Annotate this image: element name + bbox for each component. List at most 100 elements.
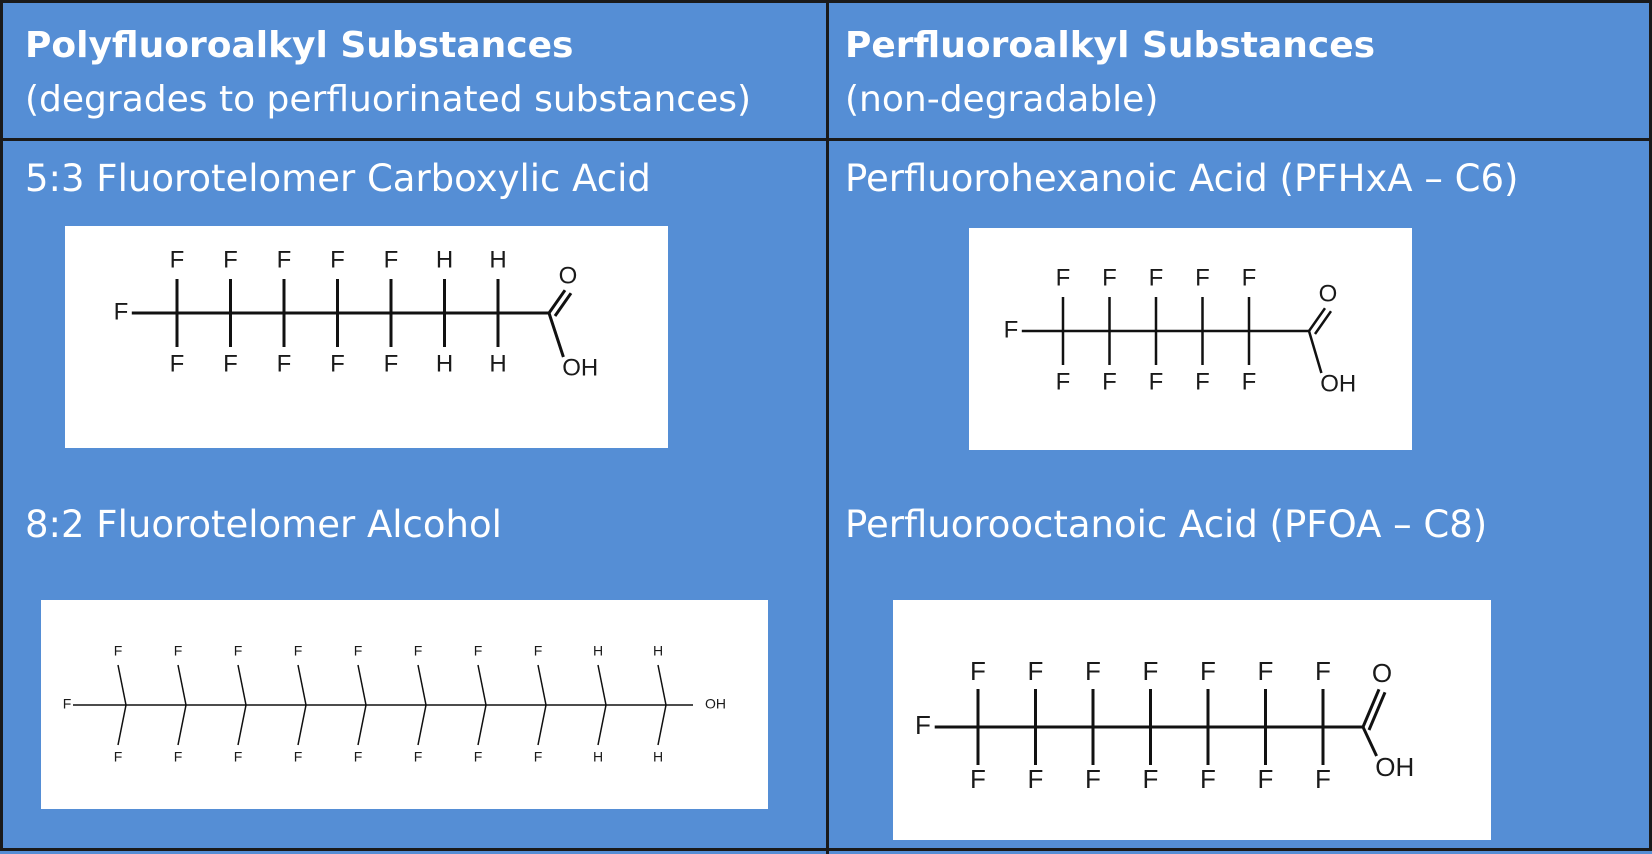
- top-atom-label: F: [1102, 264, 1117, 291]
- carbonyl-o-label: O: [559, 262, 578, 289]
- bottom-atom-label: F: [534, 749, 543, 765]
- bond-substituent-bottom: [237, 704, 247, 746]
- hydroxyl-label: OH: [1375, 752, 1414, 782]
- bond-substituent-top: [417, 664, 427, 706]
- bottom-atom-label: F: [414, 749, 423, 765]
- terminal-f-label: F: [1004, 316, 1019, 343]
- bottom-atom-label: F: [1242, 368, 1257, 395]
- top-atom-label: F: [970, 656, 986, 686]
- bond-substituent-top: [537, 664, 547, 706]
- top-atom-label: F: [223, 246, 238, 273]
- bond-substituent-bottom: [417, 704, 427, 746]
- bottom-atom-label: F: [1195, 368, 1210, 395]
- bond-carbonyl-b: [553, 292, 573, 317]
- hydroxyl-label: OH: [1320, 370, 1356, 397]
- bottom-atom-label: F: [1200, 764, 1216, 794]
- header-left: Polyfluoroalkyl Substances (degrades to …: [25, 19, 751, 127]
- top-atom-label: F: [534, 643, 543, 659]
- ftca-name: 5:3 Fluorotelomer Carboxylic Acid: [25, 157, 651, 200]
- bond-substituent-top: [237, 664, 247, 706]
- bond-substituent-bottom: [477, 704, 487, 746]
- bond-substituent-top: [177, 664, 187, 706]
- top-atom-label: F: [1258, 656, 1274, 686]
- bottom-atom-label: F: [474, 749, 483, 765]
- bottom-atom-label: F: [1056, 368, 1071, 395]
- bottom-atom-label: F: [223, 350, 238, 377]
- top-atom-label: F: [1028, 656, 1044, 686]
- bottom-atom-label: F: [1149, 368, 1164, 395]
- hydroxyl-label: OH: [705, 696, 726, 712]
- terminal-f-label: F: [114, 298, 129, 325]
- top-atom-label: F: [354, 643, 363, 659]
- bottom-atom-label: F: [1085, 764, 1101, 794]
- top-atom-label: F: [1242, 264, 1257, 291]
- bond-substituent-top: [117, 664, 127, 706]
- top-atom-label: F: [1085, 656, 1101, 686]
- bond-hydroxyl: [1361, 726, 1378, 757]
- bottom-atom-label: H: [436, 350, 453, 377]
- ftoh-name: 8:2 Fluorotelomer Alcohol: [25, 503, 502, 546]
- bond-carbonyl-b: [1313, 310, 1333, 335]
- carbonyl-o-label: O: [1319, 280, 1338, 307]
- terminal-f-label: F: [63, 696, 72, 712]
- bond-hydroxyl: [547, 312, 565, 358]
- top-atom-label: H: [489, 246, 506, 273]
- header-right: Perfluoroalkyl Substances (non-degradabl…: [845, 19, 1375, 127]
- column-divider: [826, 3, 829, 854]
- hydroxyl-label: OH: [562, 354, 598, 381]
- header-right-subtitle: (non-degradable): [845, 79, 1159, 120]
- bottom-atom-label: F: [1102, 368, 1117, 395]
- bottom-atom-label: F: [330, 350, 345, 377]
- bond-substituent-top: [657, 664, 667, 706]
- bond-substituent-bottom: [657, 704, 667, 746]
- pfoa-svg: F F F F F F F F F F F F F F F O OH: [915, 656, 1414, 794]
- top-atom-label: F: [384, 246, 399, 273]
- top-atom-label: F: [1200, 656, 1216, 686]
- bottom-atom-label: F: [294, 749, 303, 765]
- bottom-atom-label: F: [354, 749, 363, 765]
- bottom-atom-label: F: [970, 764, 986, 794]
- bond-substituent-top: [357, 664, 367, 706]
- bottom-atom-label: F: [1143, 764, 1159, 794]
- bond-substituent-bottom: [537, 704, 547, 746]
- top-atom-label: F: [1149, 264, 1164, 291]
- bottom-atom-label: F: [174, 749, 183, 765]
- top-atom-label: F: [1315, 656, 1331, 686]
- bond-substituent-top: [597, 664, 607, 706]
- bond-carbonyl-a: [547, 289, 567, 314]
- bond-substituent-bottom: [297, 704, 307, 746]
- bottom-atom-label: H: [593, 749, 603, 765]
- bottom-atom-label: F: [1028, 764, 1044, 794]
- terminal-f-label: F: [915, 710, 931, 740]
- top-atom-label: F: [414, 643, 423, 659]
- bottom-atom-label: H: [489, 350, 506, 377]
- top-atom-label: F: [170, 246, 185, 273]
- header-right-title: Perfluoroalkyl Substances: [845, 25, 1376, 66]
- bottom-atom-label: F: [1258, 764, 1274, 794]
- bond-carbonyl-a: [1307, 307, 1327, 332]
- bond-carbonyl-a: [1361, 688, 1381, 728]
- bottom-atom-label: F: [1315, 764, 1331, 794]
- carbonyl-o-label: O: [1372, 658, 1392, 688]
- top-atom-label: F: [1195, 264, 1210, 291]
- top-atom-label: F: [474, 643, 483, 659]
- bond-carbonyl-b: [1367, 691, 1387, 731]
- top-atom-label: F: [174, 643, 183, 659]
- top-atom-label: H: [593, 643, 603, 659]
- top-atom-label: F: [277, 246, 292, 273]
- top-atom-label: F: [234, 643, 243, 659]
- top-atom-label: F: [1143, 656, 1159, 686]
- bond-hydroxyl: [1307, 330, 1323, 374]
- bond-substituent-bottom: [597, 704, 607, 746]
- bond-substituent-bottom: [117, 704, 127, 746]
- bond-substituent-top: [477, 664, 487, 706]
- bottom-atom-label: F: [114, 749, 123, 765]
- pfhxa-name: Perfluorohexanoic Acid (PFHxA – C6): [845, 157, 1519, 200]
- bottom-atom-label: F: [234, 749, 243, 765]
- bottom-atom-label: F: [170, 350, 185, 377]
- top-atom-label: F: [294, 643, 303, 659]
- header-left-title: Polyfluoroalkyl Substances: [25, 25, 574, 66]
